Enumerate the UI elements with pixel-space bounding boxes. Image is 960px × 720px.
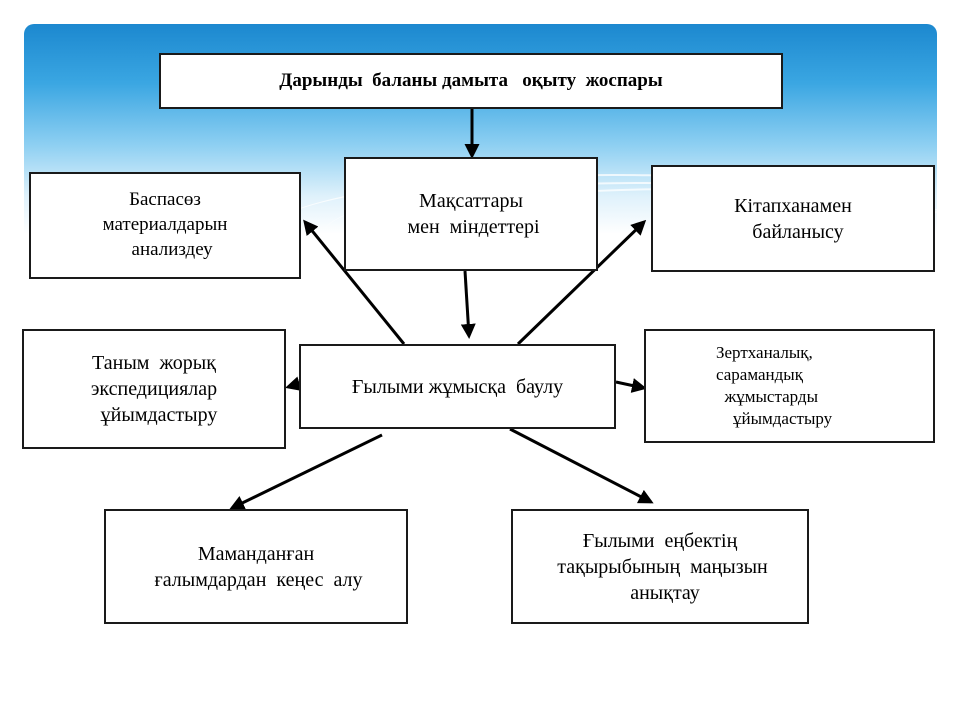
title-box: Дарынды баланы дамыта оқыту жоспары <box>159 53 783 109</box>
node-goals: Мақсаттары мен міндеттері <box>344 157 598 271</box>
title-text: Дарынды баланы дамыта оқыту жоспары <box>279 69 663 91</box>
arrow-science-to-consult <box>229 433 383 510</box>
node-goals-label: Мақсаттары мен міндеттері <box>407 190 540 238</box>
arrow-science-to-topic <box>509 427 654 504</box>
node-consult: Маманданған ғалымдардан кеңес алу <box>104 509 408 624</box>
node-topic-label: Ғылыми еңбектің тақырыбының маңызын анық… <box>557 529 768 604</box>
arrow-science-to-labs <box>615 378 647 393</box>
arrow-science-to-library <box>516 219 647 346</box>
node-expeditions-label: Таным жорық экспедициялар ұйымдастыру <box>90 352 218 426</box>
node-library-label: Кітапханамен байланысу <box>734 194 852 243</box>
node-consult-label: Маманданған ғалымдардан кеңес алу <box>154 542 363 591</box>
node-topic: Ғылыми еңбектің тақырыбының маңызын анық… <box>511 509 809 624</box>
node-press: Баспасөз материалдарын анализдеу <box>29 172 301 279</box>
arrow-goals-to-science <box>460 270 476 339</box>
node-science-label: Ғылыми жұмысқа баулу <box>351 375 564 398</box>
node-labs-label: Зертханалық, сарамандық жұмыстарды ұйымд… <box>716 342 833 429</box>
node-library: Кітапханамен байланысу <box>651 165 935 272</box>
arrow-science-to-press <box>303 219 406 345</box>
node-press-label: Баспасөз материалдарын анализдеу <box>102 189 228 260</box>
node-expeditions: Таным жорық экспедициялар ұйымдастыру <box>22 329 286 449</box>
node-labs: Зертханалық, сарамандық жұмыстарды ұйымд… <box>644 329 935 443</box>
node-science: Ғылыми жұмысқа баулу <box>299 344 616 429</box>
